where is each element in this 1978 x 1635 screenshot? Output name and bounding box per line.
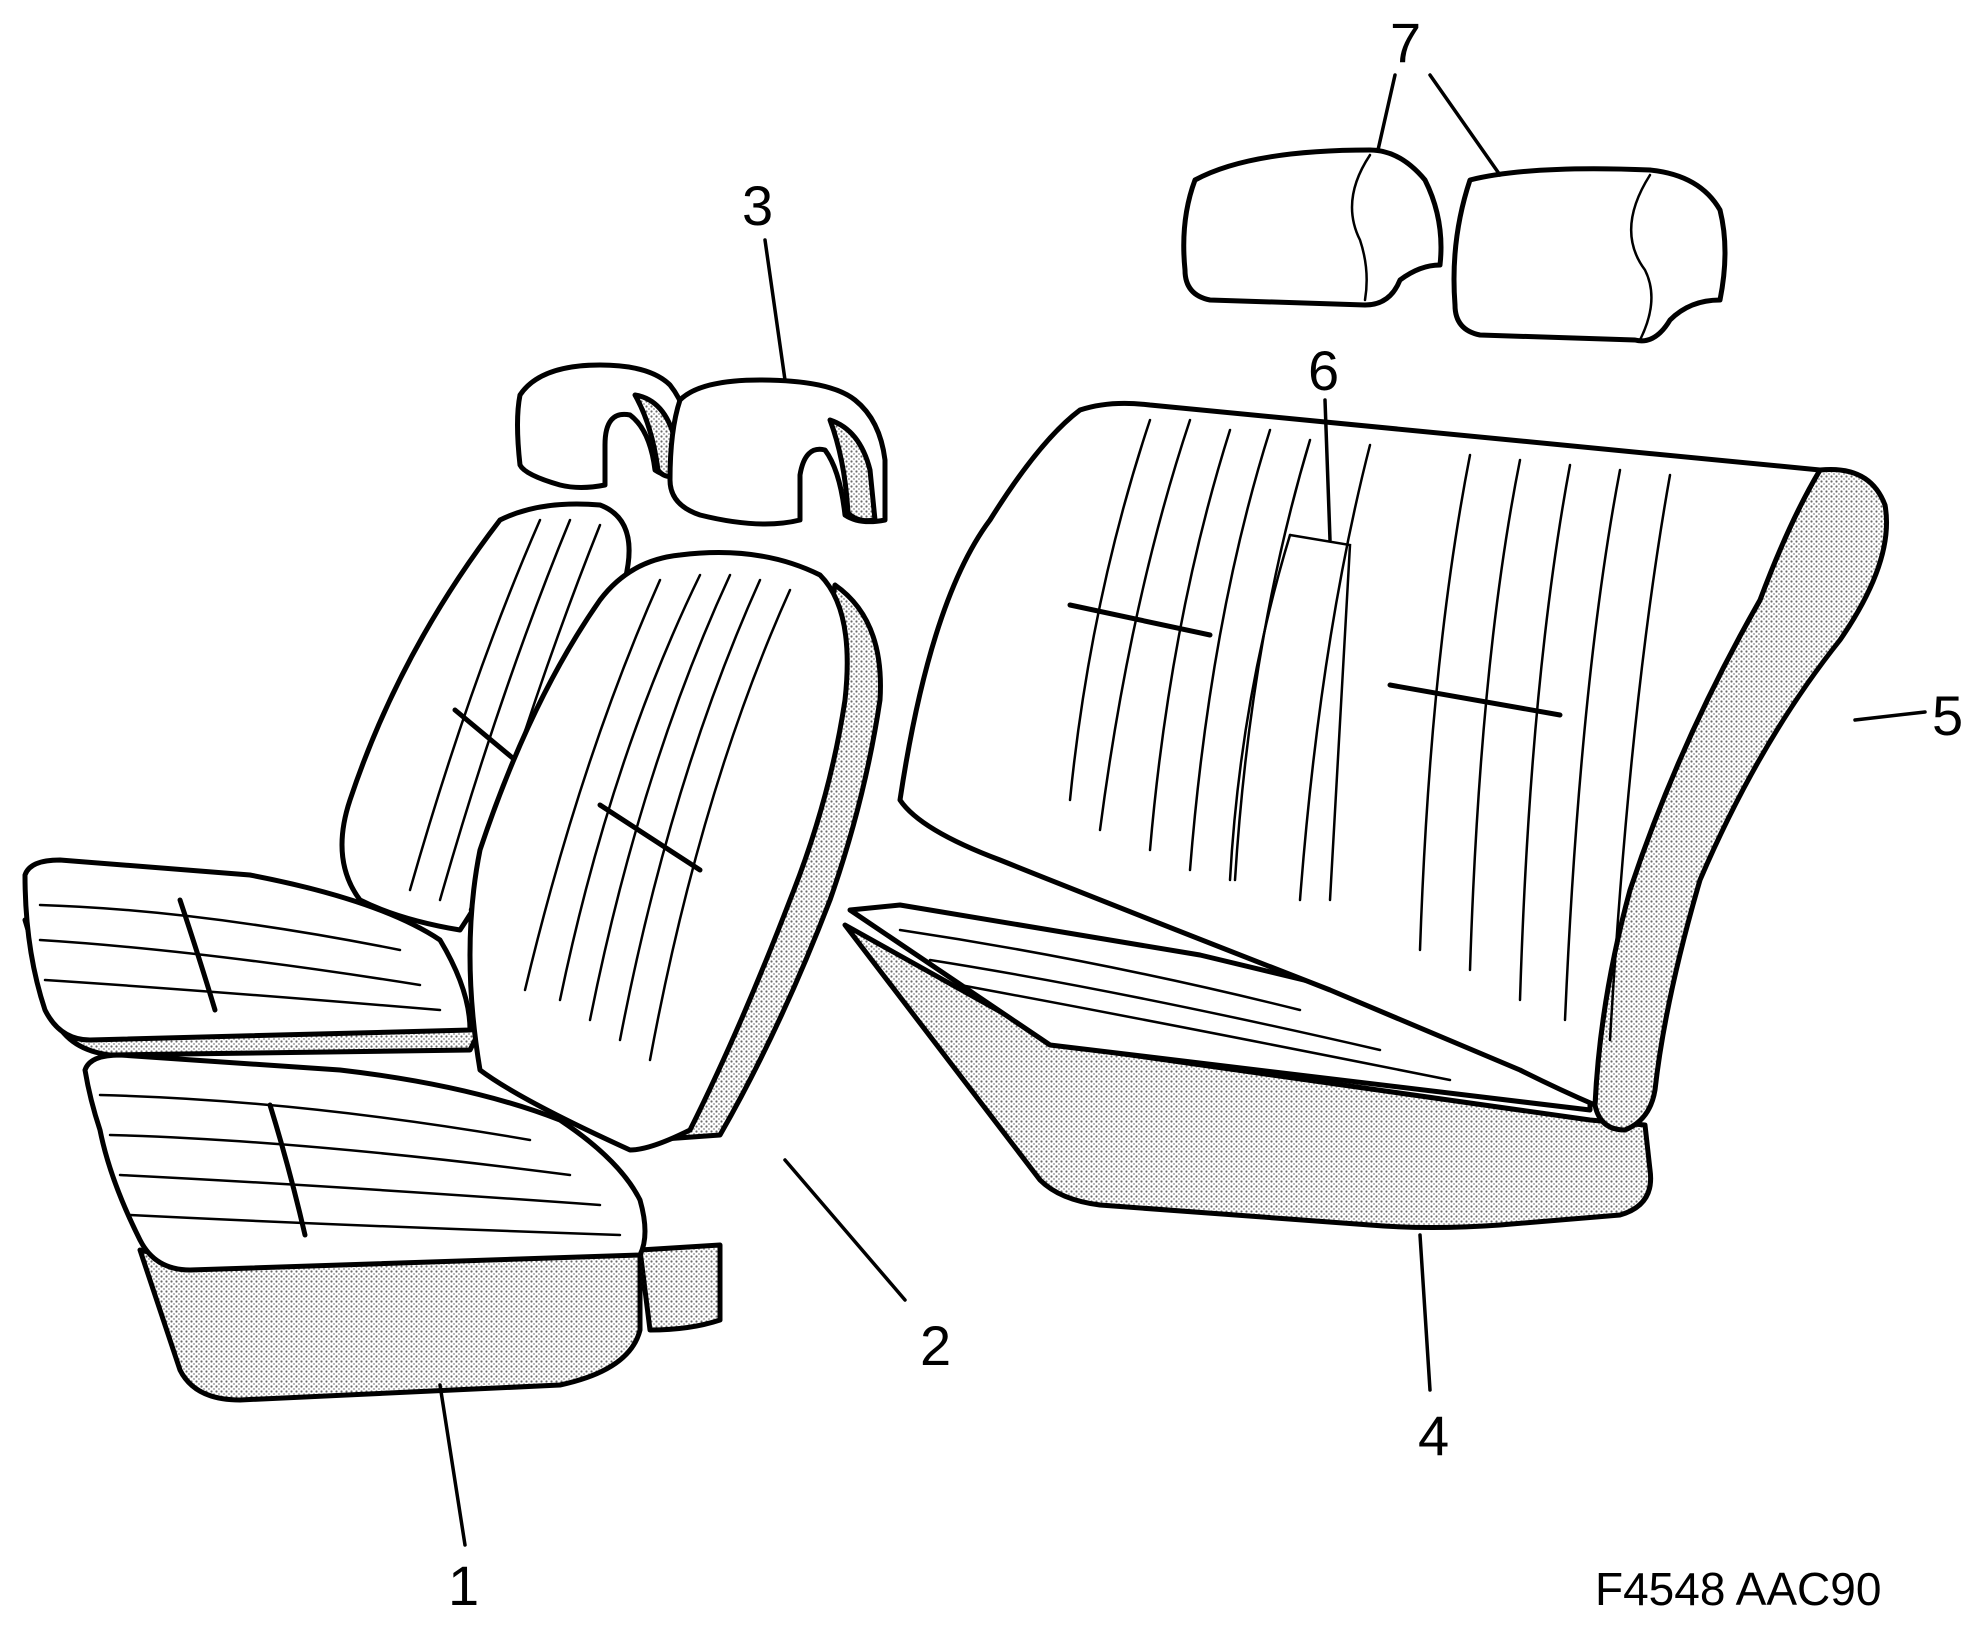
rear-headrests [1181,147,1728,344]
callout-2: 2 [920,1314,951,1377]
rear-headrest-left [1181,147,1444,308]
leader-lines [438,73,1927,1547]
leader-2 [783,1158,907,1302]
rear-backrest-face [897,400,1823,1108]
callout-labels: 1 2 3 4 5 6 7 F4548 AAC90 [448,11,1963,1617]
rear-headrest-right [1451,166,1728,344]
figure-reference: F4548 AAC90 [1595,1563,1881,1615]
rear-cushion-side [842,922,1654,1230]
front-right-cushion-side [137,1247,643,1403]
front-seat-left [22,501,632,1058]
front-right-base [637,1242,723,1333]
front-right-backrest-face [467,550,850,1153]
leader-7b [1428,73,1502,177]
callout-1: 1 [448,1554,479,1617]
rear-seat [842,400,1890,1230]
front-seat-right [82,550,883,1403]
callout-7: 7 [1390,11,1421,74]
callout-4: 4 [1418,1404,1449,1467]
front-right-cushion-top [82,1052,648,1273]
leader-1 [438,1383,467,1547]
leader-7a [1376,73,1397,152]
front-headrest-right [667,377,888,527]
front-headrest-left [515,362,693,490]
leader-4 [1418,1233,1432,1392]
callout-3: 3 [742,174,773,237]
leader-5 [1853,710,1927,722]
leader-3 [763,238,787,382]
callout-5: 5 [1932,684,1963,747]
leader-6 [1323,398,1332,542]
callout-6: 6 [1308,339,1339,402]
front-left-cushion-top [22,857,473,1043]
front-headrests [515,362,888,527]
